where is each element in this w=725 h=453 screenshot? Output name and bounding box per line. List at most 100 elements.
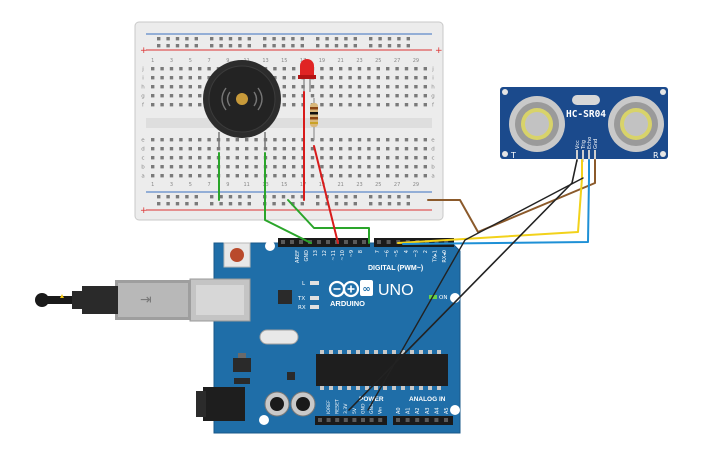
header-pin[interactable] bbox=[424, 418, 429, 422]
breadboard-hole bbox=[188, 94, 192, 98]
breadboard-hole bbox=[395, 67, 399, 71]
breadboard-hole bbox=[198, 174, 202, 178]
header-pin[interactable] bbox=[344, 240, 348, 244]
buzzer-icon[interactable] bbox=[203, 60, 281, 150]
rail-hole bbox=[316, 37, 320, 41]
header-pin[interactable] bbox=[353, 240, 357, 244]
header-pin[interactable] bbox=[386, 240, 391, 244]
chip-pin bbox=[338, 386, 342, 390]
header-pin[interactable] bbox=[352, 418, 357, 422]
header-pin[interactable] bbox=[281, 240, 285, 244]
header-pin[interactable] bbox=[343, 418, 348, 422]
header-pin[interactable] bbox=[317, 240, 321, 244]
header-pin[interactable] bbox=[361, 418, 365, 422]
power-header bbox=[315, 416, 387, 425]
breadboard-hole bbox=[160, 85, 164, 89]
breadboard-hole bbox=[282, 147, 286, 151]
wire-green-ground bbox=[287, 199, 370, 244]
breadboard-hole bbox=[254, 174, 258, 178]
chip-pin bbox=[410, 386, 414, 390]
breadboard-hole bbox=[292, 156, 296, 160]
row-letter: i bbox=[142, 76, 144, 82]
breadboard-hole bbox=[329, 76, 333, 80]
breadboard-hole bbox=[292, 85, 296, 89]
breadboard-hole bbox=[151, 147, 155, 151]
breadboard-hole bbox=[423, 138, 427, 142]
led-icon[interactable] bbox=[298, 59, 316, 92]
header-pin[interactable] bbox=[396, 418, 400, 422]
header-pin[interactable] bbox=[290, 240, 294, 244]
breadboard-hole bbox=[310, 174, 315, 178]
rail-hole bbox=[228, 202, 233, 206]
row-letter: j bbox=[141, 67, 144, 73]
header-pin[interactable] bbox=[434, 240, 439, 244]
breadboard-hole bbox=[254, 156, 258, 160]
power-pin-label: GND bbox=[360, 403, 366, 414]
breadboard-hole bbox=[414, 76, 418, 80]
header-pin[interactable] bbox=[369, 418, 374, 422]
breadboard-hole bbox=[386, 85, 390, 89]
breadboard-hole bbox=[282, 174, 286, 178]
header-pin[interactable] bbox=[299, 240, 303, 244]
breadboard-hole bbox=[292, 103, 296, 107]
header-pin[interactable] bbox=[377, 240, 381, 244]
rail-hole bbox=[228, 37, 233, 41]
breadboard-hole bbox=[151, 156, 155, 160]
column-number: 1 bbox=[151, 58, 154, 64]
digital-pin-label: RX◂0 bbox=[442, 250, 448, 263]
header-pin[interactable] bbox=[335, 418, 340, 422]
rail-hole bbox=[334, 195, 339, 199]
breadboard-hole bbox=[357, 94, 362, 98]
reset-button-icon[interactable] bbox=[223, 242, 251, 268]
rail-hole bbox=[272, 202, 276, 206]
breadboard-hole bbox=[207, 174, 211, 178]
header-pin[interactable] bbox=[434, 418, 439, 422]
breadboard-hole bbox=[423, 85, 427, 89]
digital-pin-label: 8 bbox=[358, 250, 364, 253]
rail-hole bbox=[291, 44, 295, 48]
breadboard-hole bbox=[320, 85, 324, 89]
header-pin[interactable] bbox=[326, 418, 331, 422]
resistor-icon[interactable] bbox=[310, 98, 318, 140]
breadboard-hole bbox=[367, 165, 371, 169]
header-pin[interactable] bbox=[444, 240, 449, 244]
rail-hole bbox=[219, 195, 223, 199]
header-pin[interactable] bbox=[415, 418, 420, 422]
breadboard-hole bbox=[357, 147, 362, 151]
breadboard-hole bbox=[386, 76, 390, 80]
chip-pin bbox=[401, 350, 405, 354]
analog-label: ANALOG IN bbox=[409, 396, 446, 403]
breadboard-hole bbox=[179, 165, 183, 169]
rail-hole bbox=[353, 44, 357, 48]
rail-hole bbox=[238, 195, 242, 199]
row-letter: e bbox=[431, 138, 435, 144]
breadboard-hole bbox=[414, 67, 418, 71]
breadboard-hole bbox=[414, 94, 418, 98]
header-pin[interactable] bbox=[405, 418, 410, 422]
rail-hole bbox=[281, 195, 286, 199]
breadboard-hole bbox=[339, 147, 343, 151]
header-pin[interactable] bbox=[444, 418, 448, 422]
header-pin[interactable] bbox=[326, 240, 330, 244]
breadboard-hole bbox=[320, 156, 324, 160]
row-letter: a bbox=[141, 174, 144, 180]
breadboard-hole bbox=[404, 174, 409, 178]
breadboard-hole bbox=[151, 94, 155, 98]
header-pin[interactable] bbox=[318, 418, 322, 422]
breadboard-hole bbox=[151, 67, 155, 71]
rail-hole bbox=[325, 202, 329, 206]
rail-hole bbox=[406, 37, 410, 41]
header-pin[interactable] bbox=[362, 240, 366, 244]
usb-plug-icon: ⇥ bbox=[35, 280, 191, 320]
rail-hole bbox=[166, 37, 170, 41]
rail-hole bbox=[194, 195, 198, 199]
header-pin[interactable] bbox=[378, 418, 383, 422]
rail-hole bbox=[387, 195, 392, 199]
arduino-board[interactable]: L TX RX ON ARDUINO ∞ UNO DIGITAL (PWM~) … bbox=[189, 238, 461, 434]
row-letter: e bbox=[141, 138, 145, 144]
rail-hole bbox=[219, 44, 223, 48]
breadboard-hole bbox=[292, 76, 296, 80]
breadboard-hole bbox=[160, 138, 164, 142]
